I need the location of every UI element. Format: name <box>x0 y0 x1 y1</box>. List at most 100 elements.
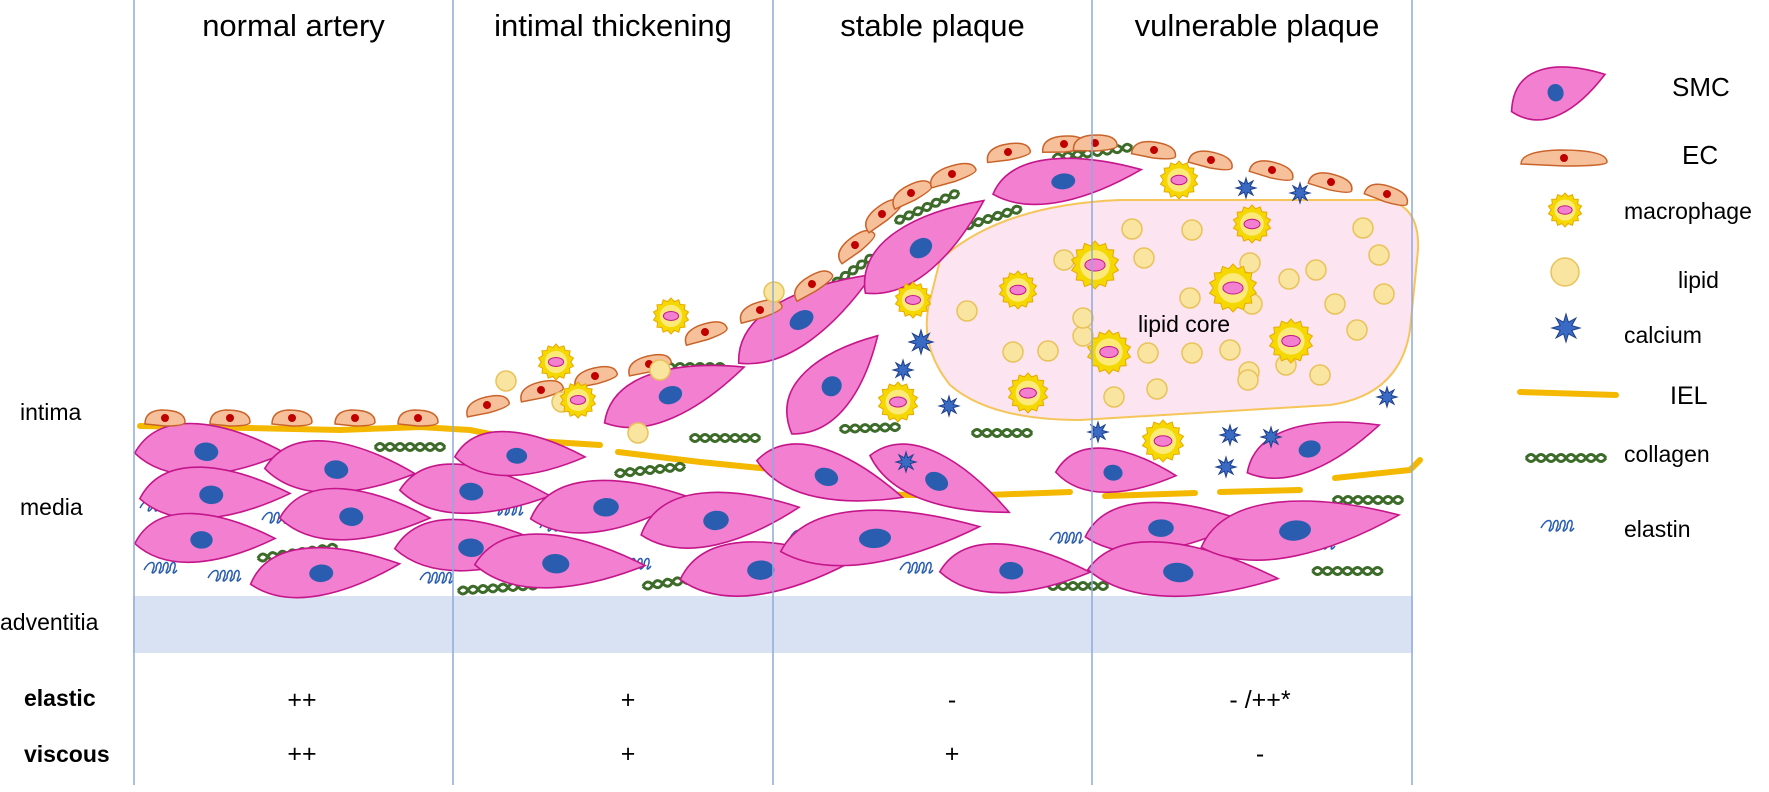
collagen-fiber <box>893 189 961 225</box>
viscous-value: + <box>620 740 636 768</box>
macrophage <box>998 270 1038 310</box>
legend-label-ec: EC <box>1682 140 1719 170</box>
smooth-muscle-cell <box>249 546 402 599</box>
calcium-deposit <box>1375 385 1399 409</box>
calcium-deposit <box>1086 420 1110 444</box>
viscous-value: + <box>944 740 960 768</box>
lipid-droplet <box>1053 249 1075 271</box>
endothelial-cell <box>271 409 313 427</box>
lipid-droplet <box>1179 287 1201 309</box>
smooth-muscle-cell <box>529 479 692 534</box>
smooth-muscle-cell <box>1200 500 1402 561</box>
layer-label-media: media <box>20 494 83 520</box>
smooth-muscle-cell <box>640 491 801 549</box>
legend-label-collagen: collagen <box>1624 441 1710 467</box>
macrophage <box>1159 160 1199 200</box>
macrophage <box>1268 318 1314 364</box>
elastic-value: - /++* <box>1229 686 1291 714</box>
calcium-deposit <box>891 358 915 382</box>
smooth-muscle-cell <box>278 487 432 541</box>
elastin-fiber <box>143 561 178 574</box>
lipid-droplet <box>1137 342 1159 364</box>
calcium-deposit <box>1214 455 1238 479</box>
macrophage <box>1141 419 1185 463</box>
lipid-droplet <box>1037 340 1059 362</box>
lipid-droplet <box>1133 247 1155 269</box>
lipid-core <box>925 199 1420 422</box>
layer-label-intima: intima <box>20 399 82 425</box>
legend-label-iel: IEL <box>1670 382 1708 410</box>
endothelial-cell <box>144 409 186 427</box>
macrophage <box>1007 372 1049 414</box>
property-label-viscous: viscous <box>24 741 110 767</box>
internal-elastic-lamina <box>1332 457 1423 481</box>
lipid-droplet <box>1309 364 1331 386</box>
smooth-muscle-cell <box>398 463 552 515</box>
stage-title-intimal-thickening: intimal thickening <box>494 8 732 43</box>
calcium-deposit <box>907 328 935 356</box>
endothelial-cell <box>1307 172 1353 194</box>
elastic-value: + <box>620 686 636 714</box>
endothelial-cell <box>574 365 619 389</box>
elastic-value: - <box>947 686 957 714</box>
macrophage <box>1070 240 1120 290</box>
endothelial-cell <box>929 162 977 189</box>
endothelial-cell <box>397 409 439 427</box>
calcium-deposit <box>1259 425 1283 449</box>
lipid-droplet <box>1181 219 1203 241</box>
macrophage <box>1086 329 1132 375</box>
elastin-fiber <box>419 571 454 584</box>
elastin-coil-icon <box>1540 519 1575 532</box>
smooth-muscle-cell <box>786 334 879 435</box>
lipid-droplet <box>495 370 517 392</box>
internal-elastic-lamina <box>1217 487 1303 495</box>
lipid-droplet <box>1219 339 1241 361</box>
lipid-droplet <box>1368 244 1390 266</box>
viscous-value: - <box>1255 740 1265 768</box>
iel-band-icon <box>1517 389 1619 398</box>
endothelial-cell <box>334 409 376 427</box>
collagen-fiber <box>613 461 687 479</box>
endothelial-cell <box>1130 140 1177 160</box>
smooth-muscle-cell <box>991 157 1144 206</box>
smooth-muscle-cell <box>938 543 1092 594</box>
macrophage <box>537 343 575 381</box>
smooth-muscle-cell <box>133 512 277 563</box>
calcium-deposit <box>1234 176 1258 200</box>
endothelial-cell <box>838 229 876 265</box>
lipid-droplet <box>1121 218 1143 240</box>
collagen-fiber <box>1311 566 1384 576</box>
collagen-fiber <box>688 433 762 443</box>
lipid-droplet <box>1373 283 1395 305</box>
smooth-muscle-cell <box>138 466 292 520</box>
calcium-deposit <box>1218 423 1242 447</box>
endothelial-cell <box>1363 183 1409 207</box>
lipid-droplet <box>649 359 671 381</box>
collagen-fiber <box>1046 581 1110 591</box>
legend-label-macrophage: macrophage <box>1624 198 1752 224</box>
stage-title-stable-plaque: stable plaque <box>840 8 1025 43</box>
macrophage <box>559 381 597 419</box>
endothelial-cell <box>892 180 933 211</box>
endothelial-cell <box>466 394 511 418</box>
smooth-muscle-cell <box>1086 541 1281 598</box>
smooth-muscle-cell <box>1054 447 1178 494</box>
endothelial-cell <box>1072 134 1118 152</box>
smooth-muscle-cell <box>603 364 746 429</box>
lipid-droplet <box>1103 386 1125 408</box>
macrophage <box>877 381 919 423</box>
macrophage <box>1232 204 1272 244</box>
macrophage <box>652 297 690 335</box>
internal-elastic-lamina <box>615 449 783 473</box>
macrophage-icon <box>1547 192 1583 228</box>
endothelial-cell <box>793 270 834 303</box>
lipid-core-label: lipid core <box>1138 311 1231 337</box>
elastin-fiber <box>899 561 934 574</box>
lipid-droplet <box>763 281 785 303</box>
legend-label-calcium: calcium <box>1624 322 1702 348</box>
smooth-muscle-cell <box>779 509 982 567</box>
calcium-deposit <box>937 394 961 418</box>
internal-elastic-lamina <box>1102 490 1198 499</box>
calcium-star-icon <box>1550 312 1582 344</box>
